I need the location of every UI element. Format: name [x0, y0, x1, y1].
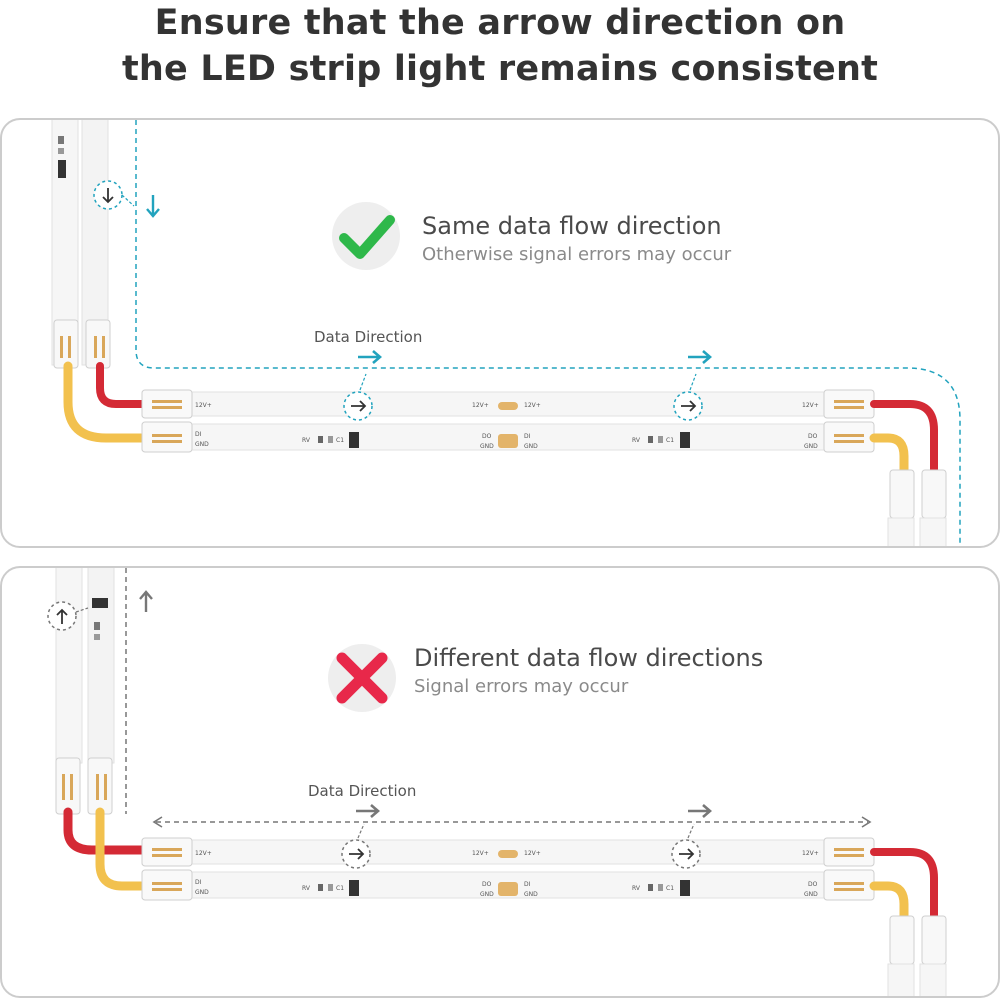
label-ground-left: GND [195, 889, 209, 896]
label-ground-left: GND [195, 441, 209, 448]
heading-line-2: the LED strip light remains consistent [121, 49, 879, 89]
vertical-arrow-indicator [47, 601, 89, 631]
down-arrow-icon [146, 195, 160, 218]
label-data-out-mid: DO [482, 433, 492, 440]
correct-status-title: Same data flow direction [422, 212, 722, 240]
label-data-in-left: DI [195, 879, 202, 886]
right-arrow-icon-b [688, 804, 712, 818]
ground-wire-left [95, 807, 147, 891]
label-ground-mid-b: GND [524, 443, 538, 450]
label-ground-mid-a: GND [480, 891, 494, 898]
label-power-mid-a: 12V+ [472, 402, 489, 409]
ground-wire-right [869, 881, 909, 929]
label-resistor-b: RV [632, 885, 641, 892]
label-ground-mid-b: GND [524, 891, 538, 898]
power-wire-left [63, 807, 147, 855]
incorrect-direction-label: Data Direction [308, 782, 417, 800]
label-capacitor-b: C1 [666, 437, 674, 444]
label-ground-right: GND [804, 891, 818, 898]
power-wire-right [870, 400, 938, 484]
vertical-connector [53, 319, 111, 369]
arrow-indicator-b [671, 823, 701, 869]
right-arrow-icon-a [356, 804, 380, 818]
cross-icon [328, 644, 396, 712]
right-vertical-strip [887, 469, 947, 546]
label-power-left: 12V+ [195, 850, 212, 857]
label-ground-right: GND [804, 443, 818, 450]
incorrect-wiring-diagram: 12V+ DI GND 12V+ 12V+ DO GND DI GND RV R… [47, 568, 947, 996]
path-start-arrow-icon [152, 816, 163, 828]
page-heading: Ensure that the arrow direction on the L… [0, 0, 1000, 92]
label-ground-mid-a: GND [480, 443, 494, 450]
data-flow-path [135, 120, 961, 546]
vertical-led-strip [55, 568, 115, 764]
label-data-in-left: DI [195, 431, 202, 438]
arrow-indicator-a [341, 823, 371, 869]
label-capacitor-a: C1 [336, 885, 344, 892]
right-connector [823, 837, 875, 901]
vertical-connector [55, 757, 113, 815]
incorrect-status-subtitle: Signal errors may occur [414, 676, 629, 697]
heading-line-1: Ensure that the arrow direction on [154, 3, 846, 43]
incorrect-wiring-panel: 12V+ DI GND 12V+ 12V+ DO GND DI GND RV R… [0, 566, 1000, 998]
label-data-in-mid: DI [524, 433, 531, 440]
power-wire-left [96, 362, 146, 408]
label-capacitor-a: C1 [336, 437, 344, 444]
arrow-indicator-b [673, 373, 703, 421]
correct-status-subtitle: Otherwise signal errors may occur [422, 244, 732, 265]
right-vertical-strip [887, 915, 947, 996]
label-power-right: 12V+ [802, 850, 819, 857]
correct-wiring-diagram: 12V+ DI GND 12V+ 12V+ DO GND DI GND RV R… [51, 120, 961, 546]
label-resistor-a: RV [302, 437, 311, 444]
correct-direction-label: Data Direction [314, 328, 423, 346]
check-icon [332, 202, 400, 270]
left-connector [141, 389, 193, 453]
up-arrow-icon [139, 590, 153, 612]
label-power-mid-b: 12V+ [524, 402, 541, 409]
label-data-out-right: DO [808, 881, 818, 888]
left-connector [141, 837, 193, 901]
incorrect-status-title: Different data flow directions [414, 644, 764, 672]
label-power-left: 12V+ [195, 402, 212, 409]
correct-wiring-panel: 12V+ DI GND 12V+ 12V+ DO GND DI GND RV R… [0, 118, 1000, 548]
path-end-arrow-icon [861, 816, 872, 828]
label-capacitor-b: C1 [666, 885, 674, 892]
arrow-indicator-a [343, 373, 373, 421]
horizontal-led-strip [141, 391, 843, 451]
right-arrow-icon-a [358, 350, 382, 364]
right-connector [823, 389, 875, 453]
label-data-out-right: DO [808, 433, 818, 440]
power-wire-right [870, 848, 938, 928]
label-resistor-b: RV [632, 437, 641, 444]
vertical-led-strip [51, 120, 109, 366]
label-resistor-a: RV [302, 885, 311, 892]
label-data-out-mid: DO [482, 881, 492, 888]
horizontal-led-strip [141, 839, 843, 899]
label-power-right: 12V+ [802, 402, 819, 409]
label-power-mid-b: 12V+ [524, 850, 541, 857]
right-arrow-icon-b [688, 350, 712, 364]
vertical-arrow-indicator [93, 180, 135, 210]
ground-wire-left [63, 361, 147, 443]
label-data-in-mid: DI [524, 881, 531, 888]
ground-wire-right [869, 433, 909, 485]
label-power-mid-a: 12V+ [472, 850, 489, 857]
